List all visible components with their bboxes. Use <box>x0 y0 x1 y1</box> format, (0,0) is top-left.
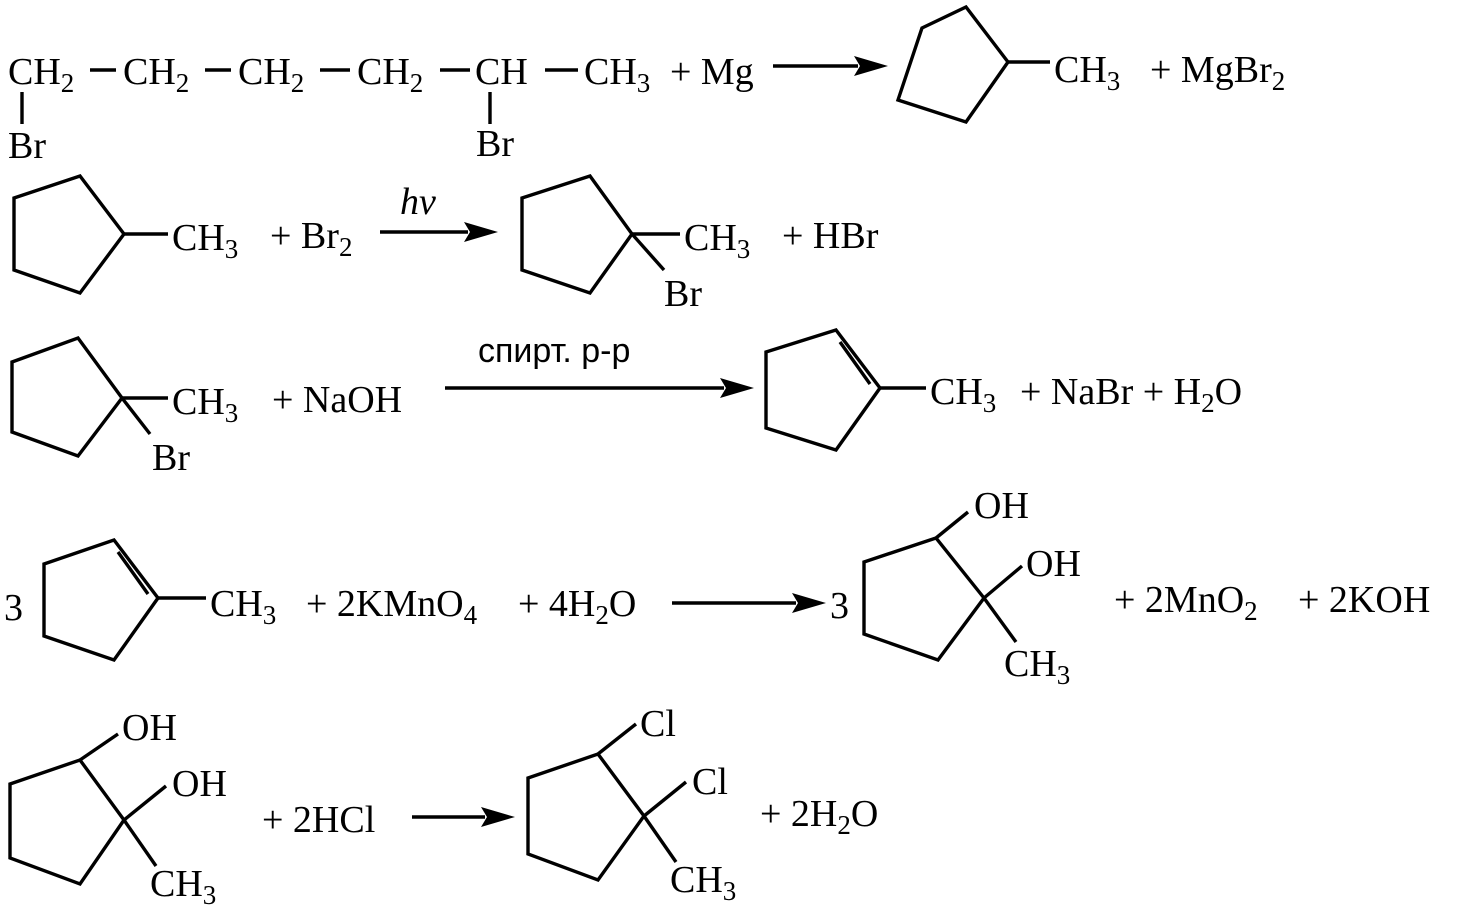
byproduct-water: + 2H2O <box>760 793 878 840</box>
cyclopentene-ring-2 <box>42 537 161 663</box>
cyclopentane-ring-3 <box>520 174 635 296</box>
br-label-mid: Br <box>476 123 514 165</box>
chain-group-6: CH3 <box>584 51 650 98</box>
cyclopentane-ring-1 <box>895 4 1011 125</box>
reactant-ch3-4: CH3 <box>210 583 276 630</box>
reagent-hcl: + 2HCl <box>262 799 375 841</box>
cl-bond-2-5 <box>642 780 688 818</box>
reactant-oh-1-5: OH <box>122 707 177 749</box>
methyl-bond-7 <box>982 597 1018 643</box>
oh-bond-1-4 <box>934 510 970 540</box>
arrow-head-2 <box>464 222 498 242</box>
br-bond-3 <box>630 232 666 272</box>
oh-bond-2-5 <box>122 784 168 822</box>
product-ch3-2: CH3 <box>684 217 750 264</box>
chain-group-5: CH <box>475 51 528 93</box>
product-cl-2-5: Cl <box>692 761 728 803</box>
arrow-head-4 <box>792 593 826 613</box>
product-ch3-1: CH3 <box>1054 49 1120 96</box>
reaction-1: CH2 CH2 CH2 CH2 CH CH3 Br Br + Mg CH3 + … <box>8 4 1285 167</box>
arrow-head-5 <box>481 807 515 827</box>
product-ch3-3: CH3 <box>930 371 996 418</box>
reagent-kmno4: + 2KMnO4 <box>306 583 478 630</box>
reaction-5: OH OH CH3 + 2HCl Cl Cl CH3 + 2H2O <box>8 703 878 910</box>
byproduct-nabr-h2o: + NaBr + H2O <box>1020 371 1242 418</box>
cyclopentene-double-bond-1 <box>838 341 872 385</box>
reactant-ch3-2: CH3 <box>172 217 238 264</box>
cyclopentane-ring-7 <box>526 751 647 883</box>
reactant-oh-2-5: OH <box>172 763 227 805</box>
reactant-br-3: Br <box>152 437 190 479</box>
methyl-bond-9 <box>642 815 678 863</box>
cyclopentane-ring-2 <box>12 174 127 296</box>
cyclopentene-ring-1 <box>764 328 883 452</box>
product-ch3-5: CH3 <box>670 859 736 906</box>
condition-alcohol-solution: спирт. р-р <box>478 332 630 370</box>
byproduct-hbr: + HBr <box>782 215 879 257</box>
byproduct-koh: + 2KOH <box>1298 579 1430 621</box>
methyl-bond-8 <box>122 819 158 867</box>
arrow-head-1 <box>854 56 888 76</box>
reagent-mg: + Mg <box>670 51 754 93</box>
arrow-head-3 <box>720 378 754 398</box>
chain-group-3: CH2 <box>238 51 304 98</box>
product-oh-1-4: OH <box>974 485 1029 527</box>
chain-group-2: CH2 <box>123 51 189 98</box>
product-oh-2-4: OH <box>1026 543 1081 585</box>
cyclopentene-double-bond-2 <box>116 551 150 595</box>
cyclopentane-ring-6 <box>8 757 127 887</box>
product-ch3-4: CH3 <box>1004 643 1070 690</box>
byproduct-mno2: + 2MnO2 <box>1114 579 1258 626</box>
oh-bond-1-5 <box>79 732 119 762</box>
chain-group-1: CH2 <box>8 51 74 98</box>
product-cl-1-5: Cl <box>640 703 676 745</box>
byproduct-mgbr2: + MgBr2 <box>1150 49 1285 96</box>
br-bond-4 <box>120 396 152 436</box>
cl-bond-1-5 <box>596 722 638 756</box>
reactant-ch3-3: CH3 <box>172 381 238 428</box>
reagent-naoh: + NaOH <box>272 379 402 421</box>
br-label-left: Br <box>8 125 46 167</box>
reagent-water: + 4H2O <box>518 583 636 630</box>
coefficient-right-4: 3 <box>830 585 849 627</box>
reaction-4: 3 CH3 + 2KMnO4 + 4H2O 3 OH OH CH3 + 2MnO… <box>4 485 1430 690</box>
reaction-3: CH3 Br + NaOH спирт. р-р CH3 + NaBr + H2… <box>10 328 1242 479</box>
oh-bond-2-4 <box>982 564 1024 600</box>
condition-hv: hv <box>400 181 436 223</box>
chain-group-4: CH2 <box>357 51 423 98</box>
product-br-2: Br <box>664 273 702 315</box>
coefficient-left-4: 3 <box>4 587 23 629</box>
reagent-br2: + Br2 <box>270 215 352 262</box>
cyclopentane-ring-4 <box>10 335 125 459</box>
cyclopentane-ring-5 <box>862 536 987 663</box>
reaction-2: CH3 + Br2 hv CH3 Br + HBr <box>12 174 879 315</box>
reactant-ch3-5: CH3 <box>150 863 216 910</box>
